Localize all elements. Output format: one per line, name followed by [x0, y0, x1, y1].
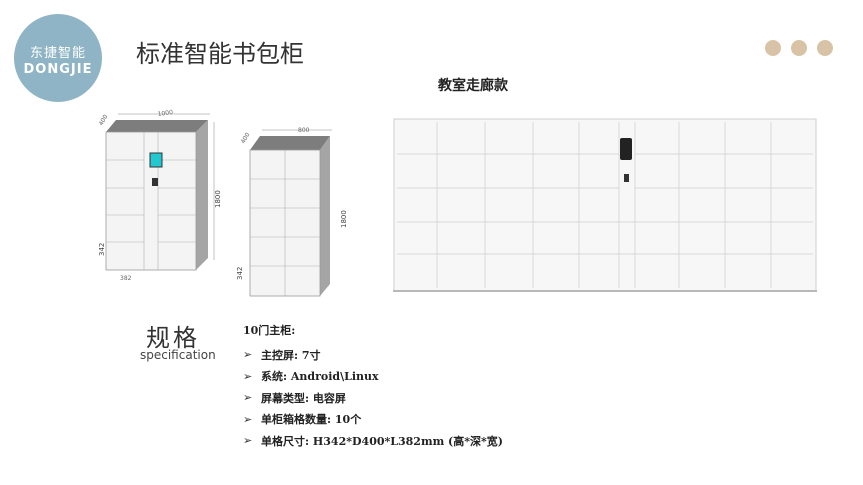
- corridor-screen: [620, 138, 632, 160]
- dim-side-cell-height: 342: [236, 267, 244, 280]
- spec-item: ➢ 单格尺寸: H342*D400*L382mm (高*深*宽): [243, 430, 503, 452]
- spec-list: 10门主柜: ➢ 主控屏: 7寸 ➢ 系统: Android\Linux ➢ 屏…: [243, 322, 503, 452]
- dim-front-width: 1000: [157, 109, 173, 118]
- spec-heading: 10门主柜:: [243, 324, 296, 337]
- dim-side-width: 800: [298, 127, 310, 134]
- arrow-icon: ➢: [243, 434, 253, 448]
- dim-front-depth: 400: [98, 113, 110, 127]
- page-title: 标准智能书包柜: [136, 40, 304, 68]
- scanner: [152, 178, 158, 186]
- logo-text-cn: 东捷智能: [29, 46, 86, 61]
- corridor-frame: [393, 118, 817, 292]
- corridor-scanner: [624, 174, 629, 182]
- decorative-dots: [765, 40, 833, 56]
- side-cabinet-top: [250, 136, 330, 150]
- spec-text: 系统: Android\Linux: [261, 370, 379, 384]
- spec-text: 屏幕类型: 电容屏: [261, 391, 346, 405]
- spec-item: ➢ 系统: Android\Linux: [243, 366, 503, 388]
- dim-side-depth: 400: [240, 131, 252, 145]
- cabinet-side: [196, 120, 208, 270]
- spec-text: 主控屏: 7寸: [261, 348, 321, 362]
- corridor-title: 教室走廊款: [438, 78, 508, 94]
- cabinet-top: [106, 120, 208, 132]
- dot-2: [791, 40, 807, 56]
- locker-drawing-side: 800 400 1800 342: [236, 127, 348, 297]
- arrow-icon: ➢: [243, 391, 253, 405]
- side-cabinet-side: [320, 136, 330, 296]
- arrow-icon: ➢: [243, 369, 253, 383]
- spec-text: 单格尺寸: H342*D400*L382mm (高*深*宽): [261, 434, 503, 448]
- dim-height: 1800: [214, 190, 222, 208]
- dot-1: [765, 40, 781, 56]
- dim-cell-width: 382: [120, 275, 132, 282]
- dot-3: [817, 40, 833, 56]
- spec-item: ➢ 主控屏: 7寸: [243, 344, 503, 366]
- arrow-icon: ➢: [243, 348, 253, 362]
- locker-drawing-main: 1000 400 1800 342 382: [98, 109, 222, 282]
- corridor-locker-drawing: [393, 118, 817, 292]
- spec-item: ➢ 单柜箱格数量: 10个: [243, 409, 503, 431]
- dim-side-height: 1800: [340, 210, 348, 228]
- spec-text: 单柜箱格数量: 10个: [261, 413, 362, 427]
- spec-item: ➢ 屏幕类型: 电容屏: [243, 387, 503, 409]
- arrow-icon: ➢: [243, 412, 253, 426]
- touch-screen: [149, 152, 163, 168]
- logo-text-en: DONGJIE: [23, 62, 93, 77]
- dim-cell-height: 342: [98, 243, 106, 256]
- spec-title-cn: 规格: [146, 324, 200, 352]
- spec-title-en: specification: [140, 348, 216, 362]
- brand-logo: 东捷智能 DONGJIE: [14, 14, 102, 102]
